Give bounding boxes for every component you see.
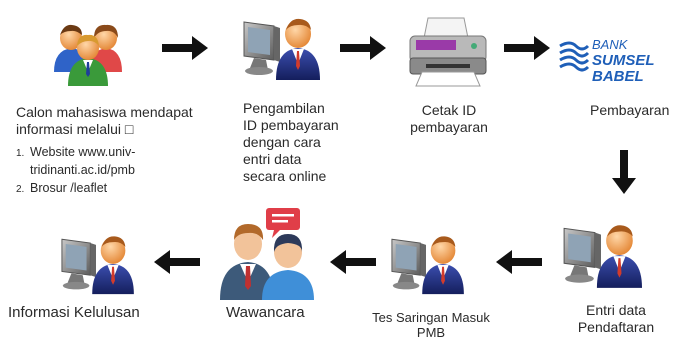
arrow-left-icon <box>330 250 376 274</box>
step-cetak: Cetak ID pembayaran <box>404 102 494 136</box>
step-cetak-line: Cetak ID <box>421 102 477 118</box>
people-group-icon <box>54 24 122 86</box>
list-item-text: Website www.univ- <box>30 145 136 159</box>
list-number: 1. <box>16 148 25 159</box>
step-pengambilan-line: entri data <box>243 151 302 167</box>
step-entri-line: Pendaftaran <box>577 319 655 335</box>
step-pengambilan-line: dengan cara <box>243 134 321 150</box>
interview-icon <box>220 208 314 300</box>
list-item: tridinanti.ac.id/pmb <box>16 162 135 178</box>
computer-user-icon <box>240 8 320 83</box>
list-item: 2. Brosur /leaflet <box>16 180 135 198</box>
arrow-right-icon <box>162 36 208 60</box>
computer-user-icon <box>560 214 642 291</box>
step-informasi: Informasi Kelulusan <box>8 304 140 321</box>
step-pengambilan-line: Pengambilan <box>243 100 325 116</box>
computer-user-icon <box>58 226 134 297</box>
computer-user-icon <box>388 226 464 297</box>
list-item-text: tridinanti.ac.id/pmb <box>30 163 135 177</box>
arrow-left-icon <box>154 250 200 274</box>
step-cetak-line: pembayaran <box>410 119 488 135</box>
list-number: 2. <box>16 184 25 195</box>
info-source-list: 1. Website www.univ- tridinanti.ac.id/pm… <box>16 144 135 198</box>
list-item: 1. Website www.univ- <box>16 144 135 162</box>
step-tes-line: Tes Saringan Masuk <box>372 310 490 325</box>
bank-name-line1: BANK <box>592 37 628 52</box>
arrow-down-icon <box>612 150 636 194</box>
step-pengambilan: Pengambilan ID pembayaran dengan cara en… <box>243 100 339 185</box>
arrow-right-icon <box>340 36 386 60</box>
step-tes: Tes Saringan Masuk PMB <box>356 310 506 340</box>
step-calon-line2: informasi melalui □ <box>16 121 134 137</box>
step-pengambilan-line: secara online <box>243 168 327 184</box>
arrow-right-icon <box>504 36 550 60</box>
step-tes-line: PMB <box>416 325 446 340</box>
bank-logo-icon: BANK SUMSEL BABEL <box>556 36 696 85</box>
arrow-left-icon <box>496 250 542 274</box>
printer-icon <box>409 17 487 87</box>
wave-logo-icon <box>559 41 590 72</box>
step-pengambilan-line: ID pembayaran <box>243 117 339 133</box>
list-item-text: Brosur /leaflet <box>30 181 108 195</box>
step-calon-line1: Calon mahasiswa mendapat <box>16 104 193 120</box>
bank-name-line2: SUMSEL BABEL <box>592 52 655 85</box>
step-pembayaran: Pembayaran <box>590 102 670 118</box>
step-entri-line: Entri data <box>586 302 646 318</box>
step-wawancara: Wawancara <box>226 304 305 321</box>
step-entri: Entri data Pendaftaran <box>560 302 672 336</box>
